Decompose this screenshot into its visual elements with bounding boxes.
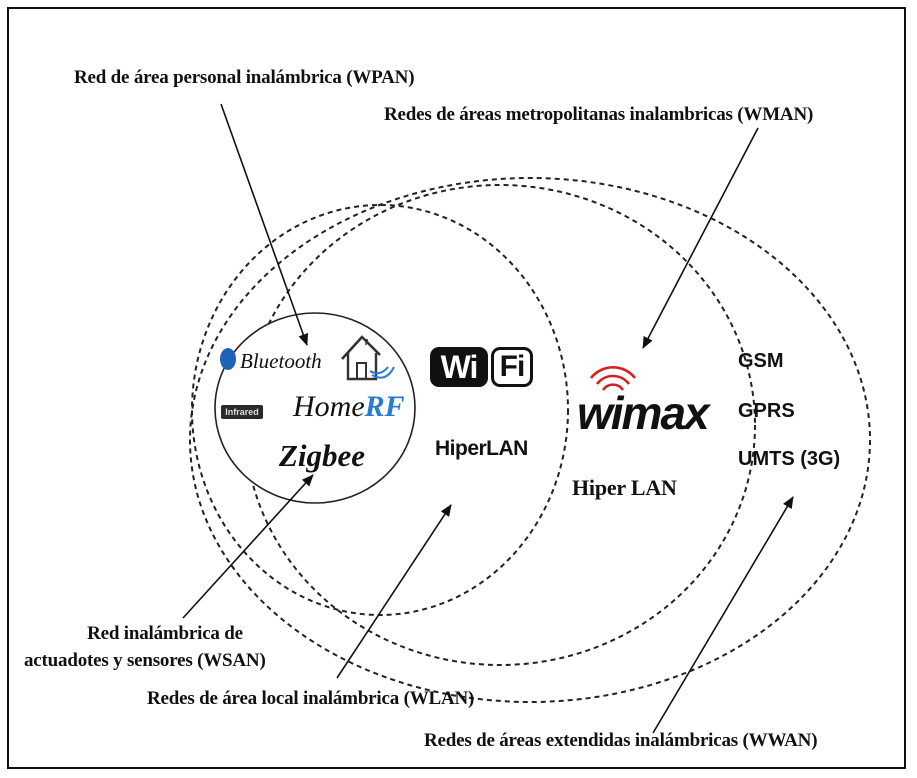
wman-arrow <box>642 127 759 349</box>
homerf-rf: RF <box>364 390 405 423</box>
diagram-frame <box>7 7 906 769</box>
wifi-logo-fi: Fi <box>491 347 533 387</box>
homerf-home: Home <box>293 390 365 423</box>
wwan-ellipse <box>189 177 871 703</box>
hiperlan-logo: HiperLAN <box>435 437 528 460</box>
home-network-icon <box>341 335 395 381</box>
gsm-text: GSM <box>738 350 784 372</box>
wlan-arrow <box>336 504 452 679</box>
wlan-ellipse <box>191 204 569 616</box>
hiper-lan-text: Hiper LAN <box>572 475 677 500</box>
wsan-label-line1: Red inalámbrica de <box>87 623 243 644</box>
wpan-label: Red de área personal inalámbrica (WPAN) <box>74 67 415 88</box>
wifi-logo-wi: Wi <box>430 347 488 387</box>
homerf-logo: HomeRF <box>293 390 405 424</box>
wimax-logo: wimax <box>577 387 710 439</box>
wimax-signal-icon <box>589 366 637 391</box>
wwan-label: Redes de áreas extendidas inalámbricas (… <box>424 730 818 751</box>
infrared-logo: Infrared <box>221 405 263 419</box>
wpan-ellipse <box>214 312 416 504</box>
bluetooth-icon <box>220 348 236 370</box>
umts-text: UMTS (3G) <box>738 448 841 470</box>
wpan-arrow <box>220 103 309 346</box>
wifi-logo: Wi Fi <box>430 346 533 388</box>
zigbee-text: Zigbee <box>279 438 366 473</box>
bluetooth-text: Bluetooth <box>240 349 322 373</box>
wwan-arrow <box>652 496 794 734</box>
gprs-text: GPRS <box>738 400 795 422</box>
wlan-label: Redes de área local inalámbrica (WLAN) <box>147 688 475 709</box>
wsan-arrow <box>182 474 314 619</box>
wman-label: Redes de áreas metropolitanas inalambric… <box>384 104 814 125</box>
wsan-label-line2: actuadotes y sensores (WSAN) <box>24 650 266 671</box>
